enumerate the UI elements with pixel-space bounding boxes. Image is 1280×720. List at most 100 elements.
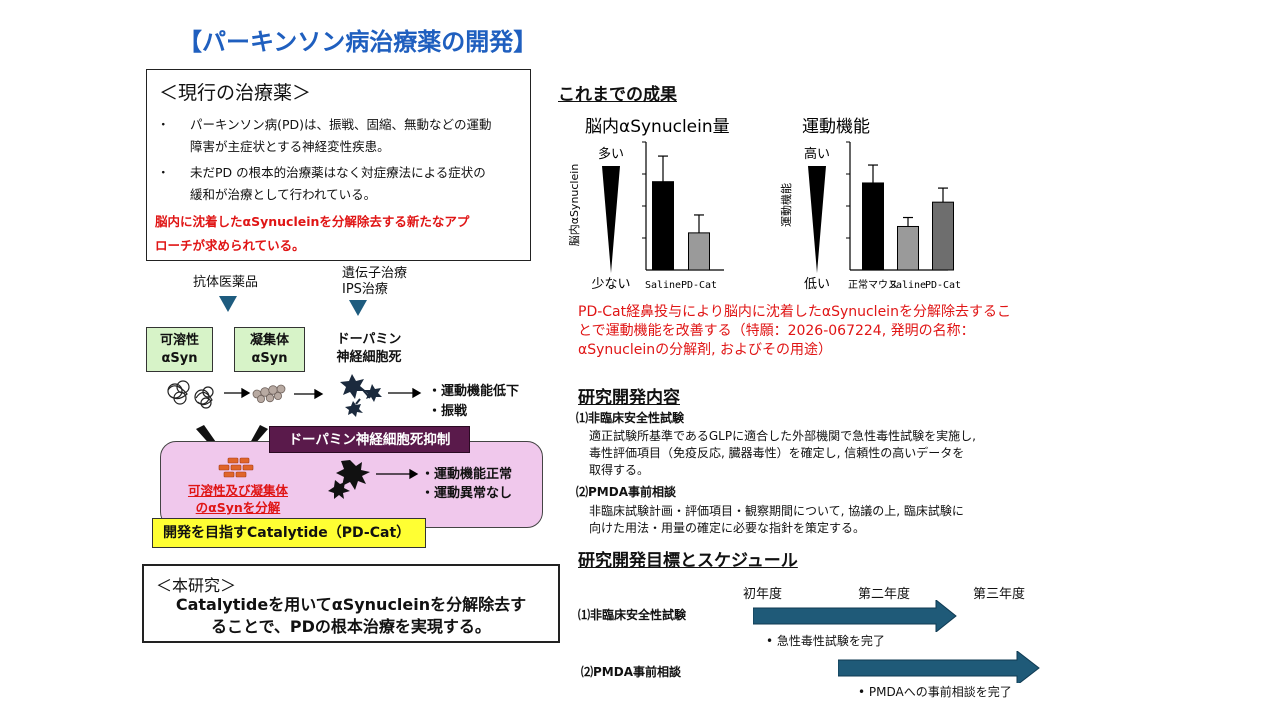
statement-line: とで運動機能を改善する（特願：2026-067224, 発明の名称：	[578, 323, 975, 339]
x-tick-label: PD-Cat	[925, 280, 961, 291]
arrow-icon	[388, 387, 422, 399]
bar	[897, 225, 919, 271]
soluble-line: αSyn	[161, 351, 198, 366]
motor-chart: 運動機能運動機能高い低い正常マウスSalinePD-Cat	[779, 117, 961, 292]
chart-title: 脳内αSynuclein量	[585, 117, 730, 137]
need-line: 脳内に沈着したαSynucleinを分解除去する新たなアプ	[155, 214, 470, 229]
schedule-heading: 研究開発目標とスケジュール	[578, 551, 798, 571]
y-axis-label: 運動機能	[779, 183, 793, 227]
aggregate-beads-icon	[252, 384, 286, 403]
effect-line: ・運動機能正常	[421, 467, 513, 482]
tangled-protein-icon	[167, 380, 214, 409]
study-line: ることで、PDの根本治療を実現する。	[211, 617, 491, 636]
bar	[932, 201, 954, 271]
chart-title: 運動機能	[802, 117, 870, 137]
scale-low-label: 少ない	[591, 277, 630, 292]
content-line: 取得する。	[589, 463, 650, 477]
scale-high-label: 高い	[804, 146, 830, 162]
dopamine-line: ドーパミン	[336, 332, 402, 347]
bullet-line: パーキンソン病(PD)は、振戦、固縮、無動などの運動	[190, 117, 492, 132]
bar	[688, 232, 710, 271]
arrow-icon	[224, 387, 251, 399]
year-label: 第二年度	[858, 587, 911, 602]
dopamine-line: 神経細胞死	[336, 350, 402, 365]
soluble-asyn-box: 可溶性 αSyn	[146, 327, 213, 372]
schedule-row-label: ⑵PMDA事前相談	[581, 665, 681, 679]
gene-line: 遺伝子治療	[342, 266, 408, 281]
bar	[862, 182, 884, 271]
results-statement: PD-Cat経鼻投与により脳内に沈着したαSynucleinを分解除去するこ と…	[578, 303, 1011, 360]
x-tick-label: PD-Cat	[681, 280, 717, 291]
content-line: 適正試験所基準であるGLPに適合した外部機関で急性毒性試験を実施し,	[589, 429, 976, 443]
scale-low-label: 低い	[804, 277, 830, 292]
arrow-icon	[294, 388, 324, 400]
content-line: 非臨床試験計画・評価項目・観察期間について, 協議の上, 臨床試験に	[589, 504, 964, 518]
gene-therapy-label: 遺伝子治療 IPS治療	[342, 266, 407, 298]
content-line: 毒性評価項目（免疫反応, 臓器毒性）を確定し, 信頼性の高いデータを	[589, 446, 965, 460]
study-heading: ＜本研究＞	[156, 576, 237, 595]
gene-arrow-icon	[349, 300, 367, 316]
schedule-row-label: ⑴非臨床安全性試験	[578, 608, 687, 622]
this-study-box: ＜本研究＞ Catalytideを用いてαSynucleinを分解除去す ること…	[142, 564, 560, 643]
page-title: 【パーキンソン病治療薬の開発】	[178, 28, 538, 56]
degrade-line: 可溶性及び凝集体	[187, 483, 288, 498]
content-item-text: 適正試験所基準であるGLPに適合した外部機関で急性毒性試験を実施し, 毒性評価項…	[589, 428, 976, 479]
neuron-cluster-icon	[328, 460, 370, 499]
soluble-line: 可溶性	[159, 333, 199, 348]
inhibit-banner: ドーパミン神経細胞死抑制	[269, 426, 470, 453]
schedule-arrow-2	[838, 651, 1040, 683]
schedule-note: • PMDAへの事前相談を完了	[858, 685, 1012, 699]
bullet-mark: ・	[157, 165, 170, 180]
degrade-label: 可溶性及び凝集体 のαSynを分解	[180, 482, 296, 516]
content-heading: 研究開発内容	[578, 388, 680, 408]
effects-good: ・運動機能正常 ・運動異常なし	[421, 465, 512, 503]
need-line: ローチが求められている。	[155, 238, 305, 253]
statement-line: αSynucleinの分解剤, およびその用途）	[578, 342, 833, 358]
thick-arrow-icon	[196, 425, 268, 442]
year-label: 第三年度	[973, 587, 1026, 602]
scale-high-label: 多い	[598, 146, 624, 162]
schedule-arrow-1	[753, 600, 957, 632]
brick-fragments-icon	[218, 457, 254, 478]
aggregate-line: αSyn	[251, 351, 288, 366]
content-item-title: ⑴非臨床安全性試験	[576, 411, 685, 425]
degradation-icons	[218, 457, 419, 499]
current-treatment-heading: ＜現行の治療薬＞	[159, 82, 312, 104]
current-treatment-box: ＜現行の治療薬＞ ・ パーキンソン病(PD)は、振戦、固縮、無動などの運動 障害…	[146, 69, 531, 261]
study-line: Catalytideを用いてαSynucleinを分解除去す	[175, 595, 527, 614]
x-tick-label: Saline	[890, 280, 926, 291]
statement-line: PD-Cat経鼻投与により脳内に沈着したαSynucleinを分解除去するこ	[578, 304, 1011, 320]
effect-line: ・運動異常なし	[421, 486, 513, 501]
dopamine-death-label: ドーパミン 神経細胞死	[330, 331, 408, 367]
dead-neuron-icon	[340, 374, 382, 417]
study-text: Catalytideを用いてαSynucleinを分解除去す ることで、PDの根…	[144, 594, 558, 638]
pathway-icons	[167, 374, 422, 442]
content-line: 向けた用法・用量の確定に必要な指針を策定する。	[589, 521, 866, 535]
aggregate-line: 凝集体	[249, 333, 289, 348]
effect-line: ・運動機能低下	[428, 384, 520, 399]
need-statement: 脳内に沈着したαSynucleinを分解除去する新たなアプ ローチが求められてい…	[155, 210, 527, 258]
scale-wedge-icon	[808, 166, 826, 273]
bullet-mark: ・	[157, 117, 170, 132]
results-heading: これまでの成果	[558, 85, 677, 105]
effects-bad: ・運動機能低下 ・振戦	[428, 382, 519, 422]
schedule-note: • 急性毒性試験を完了	[766, 634, 885, 648]
antibody-arrow-icon	[219, 296, 237, 312]
content-item-title: ⑵PMDA事前相談	[576, 485, 676, 499]
target-label: 開発を目指すCatalytide（PD-Cat）	[152, 518, 426, 548]
y-axis-label: 脳内αSynuclein	[567, 164, 581, 247]
year-label: 初年度	[743, 587, 783, 602]
catalytide-mechanism-box	[160, 441, 543, 528]
aggregate-asyn-box: 凝集体 αSyn	[234, 327, 305, 372]
x-tick-label: Saline	[645, 280, 681, 291]
bullet-line: 緩和が治療として行われている。	[190, 187, 377, 202]
bullet-line: 障害が主症状とする神経変性疾患。	[190, 139, 390, 154]
scale-wedge-icon	[602, 166, 620, 273]
content-item-text: 非臨床試験計画・評価項目・観察期間について, 協議の上, 臨床試験に 向けた用法…	[589, 503, 964, 537]
bar	[652, 181, 674, 271]
antibody-label: 抗体医薬品	[193, 275, 259, 290]
gene-line: IPS治療	[342, 282, 388, 297]
degrade-line: のαSynを分解	[195, 500, 281, 515]
x-tick-label: 正常マウス	[848, 278, 898, 291]
